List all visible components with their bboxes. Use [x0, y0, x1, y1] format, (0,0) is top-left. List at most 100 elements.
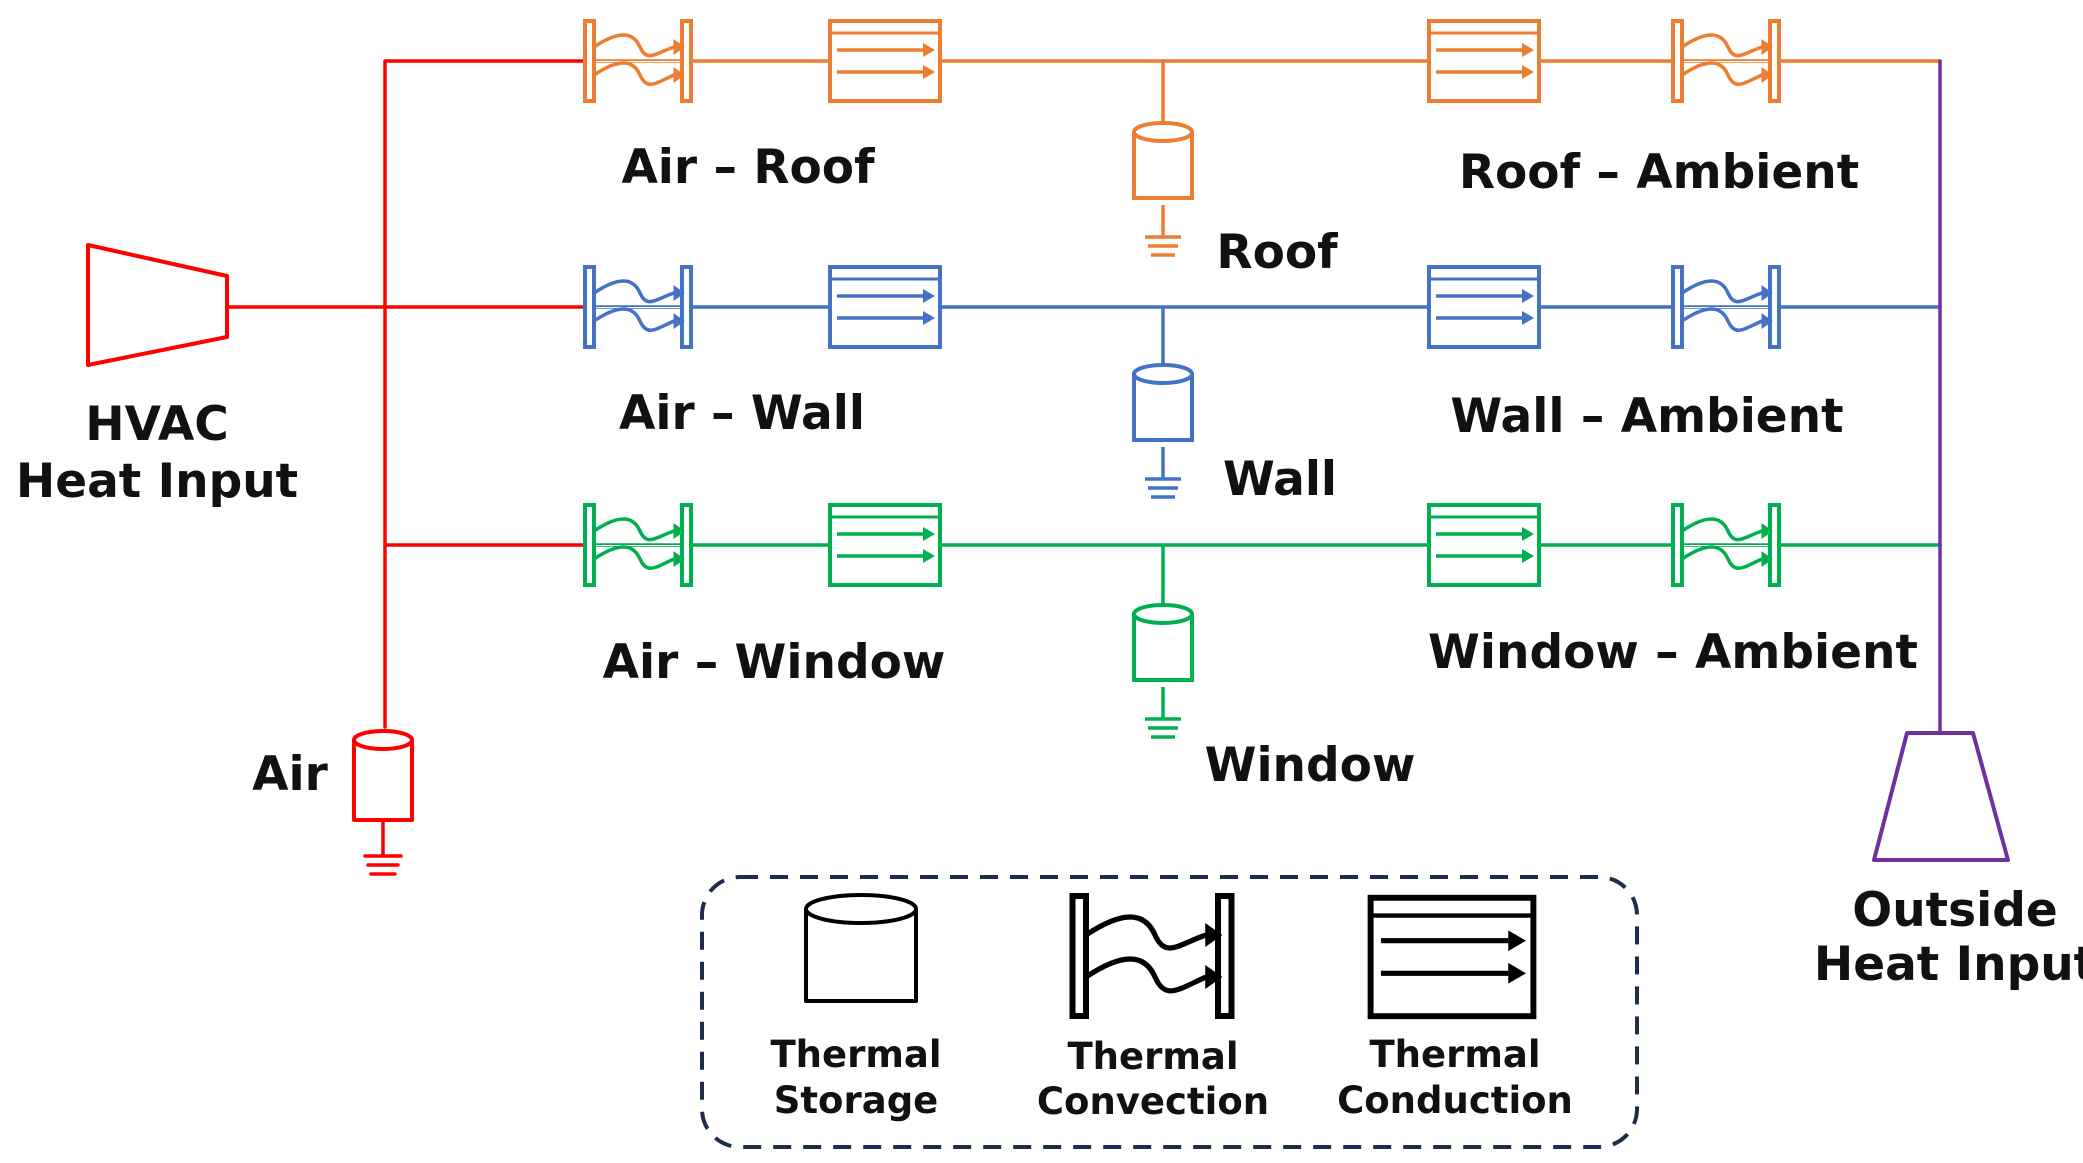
outside-heat-source-icon: [1872, 731, 2010, 862]
roof-network: [583, 19, 1942, 257]
convection-upper-arrowhead: [1761, 39, 1773, 55]
convection-left-plate: [1671, 19, 1684, 103]
convection-left-plate: [583, 19, 596, 103]
convection-upper-flow: [1681, 517, 1763, 542]
legend-conduction-label-line1: Thermal: [1369, 1033, 1540, 1076]
convection-left-plate: [583, 265, 596, 349]
conduction-arrowhead-2: [1522, 549, 1534, 563]
air-network: [86, 59, 589, 876]
legend-conduction-label-line2: Conduction: [1337, 1079, 1573, 1122]
convection-upper-flow: [1681, 279, 1763, 304]
conduction-arrowhead-1: [1522, 289, 1534, 303]
conduction-arrowhead-2: [1522, 311, 1534, 325]
convection-upper-arrowhead: [1761, 285, 1773, 301]
conduction-arrowhead-1: [1522, 527, 1534, 541]
legend-convection-label-line2: Convection: [1037, 1080, 1269, 1123]
convection-lower-flow: [1681, 545, 1763, 570]
air-node-label: Air: [252, 747, 328, 802]
convection-right-plate: [1768, 503, 1781, 587]
convection-lower-arrowhead: [673, 67, 685, 83]
outside-label-line1: Outside: [1852, 883, 2058, 938]
legend-storage-label-line2: Storage: [774, 1079, 939, 1122]
air-bus-wire: [383, 59, 589, 729]
air-roof-convection-icon: [583, 19, 693, 103]
air-wall-label: Air – Wall: [619, 386, 865, 441]
convection-right-plate: [1215, 893, 1235, 1019]
wall-storage-icon: [1132, 363, 1194, 442]
legend-storage-label-line1: Thermal: [770, 1033, 941, 1076]
convection-left-plate: [583, 503, 596, 587]
convection-lower-flow: [1681, 307, 1763, 332]
convection-right-plate: [1768, 19, 1781, 103]
cylinder-top: [1132, 603, 1194, 625]
convection-upper-arrowhead: [673, 523, 685, 539]
wall-ambient-label: Wall – Ambient: [1450, 389, 1843, 444]
convection-right-plate: [680, 503, 693, 587]
roof-ground-icon: [1145, 205, 1181, 257]
convection-left-plate: [1671, 265, 1684, 349]
convection-upper-flow: [593, 517, 675, 542]
roof-ambient-convection-icon: [1671, 19, 1781, 103]
cylinder-body: [1132, 614, 1194, 682]
cylinder-top: [1132, 121, 1194, 143]
conduction-arrowhead-2: [1522, 65, 1534, 79]
window-ambient-conduction-icon: [1427, 503, 1541, 587]
air-window-label: Air – Window: [603, 635, 946, 690]
window-network: [583, 503, 1942, 739]
convection-lower-flow: [593, 61, 675, 86]
conduction-arrowhead-2: [923, 549, 935, 563]
ground-lines: [1145, 447, 1181, 499]
outside-network: [1872, 59, 2010, 862]
conduction-arrowhead-1: [1522, 43, 1534, 57]
air-wall-conduction-icon: [828, 265, 942, 349]
air-wall-convection-icon: [583, 265, 693, 349]
air-window-conduction-icon: [828, 503, 942, 587]
window-storage-icon: [1132, 603, 1194, 682]
convection-upper-arrowhead: [673, 39, 685, 55]
conduction-arrowhead-1: [923, 527, 935, 541]
air-roof-conduction-icon: [828, 19, 942, 103]
convection-upper-arrowhead: [673, 285, 685, 301]
convection-upper-arrowhead: [1205, 923, 1223, 947]
wall-ambient-conduction-icon: [1427, 265, 1541, 349]
air-roof-label: Air – Roof: [621, 140, 875, 195]
air-window-convection-icon: [583, 503, 693, 587]
wall-network: [583, 265, 1942, 499]
roof-storage-icon: [1132, 121, 1194, 200]
hvac-label-line2: Heat Input: [16, 454, 298, 509]
legend: Thermal Storage Thermal Convection Therm…: [700, 875, 1639, 1149]
convection-upper-flow: [1681, 33, 1763, 58]
legend-convection-icon: [1069, 893, 1235, 1019]
convection-left-plate: [1671, 503, 1684, 587]
hvac-label-line1: HVAC: [85, 397, 228, 452]
window-ground-icon: [1145, 687, 1181, 739]
window-ambient-label: Window – Ambient: [1428, 625, 1918, 680]
air-storage-icon: [352, 729, 414, 822]
conduction-arrowhead-1: [923, 289, 935, 303]
convection-right-plate: [1768, 265, 1781, 349]
wall-node-label: Wall: [1223, 452, 1337, 507]
convection-upper-flow: [593, 279, 675, 304]
convection-lower-arrowhead: [1761, 313, 1773, 329]
conduction-arrowhead-2: [923, 65, 935, 79]
convection-lower-arrowhead: [673, 551, 685, 567]
convection-upper-arrowhead: [1761, 523, 1773, 539]
convection-lower-flow: [593, 545, 675, 570]
convection-lower-arrowhead: [673, 313, 685, 329]
legend-border: [700, 875, 1639, 1149]
convection-lower-flow: [1681, 61, 1763, 86]
ground-lines: [1145, 205, 1181, 257]
convection-lower-arrowhead: [1761, 551, 1773, 567]
cylinder-top: [1132, 363, 1194, 385]
convection-lower-flow: [1084, 956, 1208, 994]
hvac-heat-source-icon: [86, 243, 229, 367]
ground-lines: [1145, 687, 1181, 739]
air-ground-icon: [363, 818, 403, 876]
conduction-arrowhead-2: [1508, 962, 1526, 984]
wall-ambient-convection-icon: [1671, 265, 1781, 349]
convection-lower-arrowhead: [1761, 67, 1773, 83]
outside-label-line2: Heat Input: [1814, 937, 2083, 992]
legend-conduction-icon: [1367, 894, 1537, 1020]
cylinder-body: [1132, 132, 1194, 200]
